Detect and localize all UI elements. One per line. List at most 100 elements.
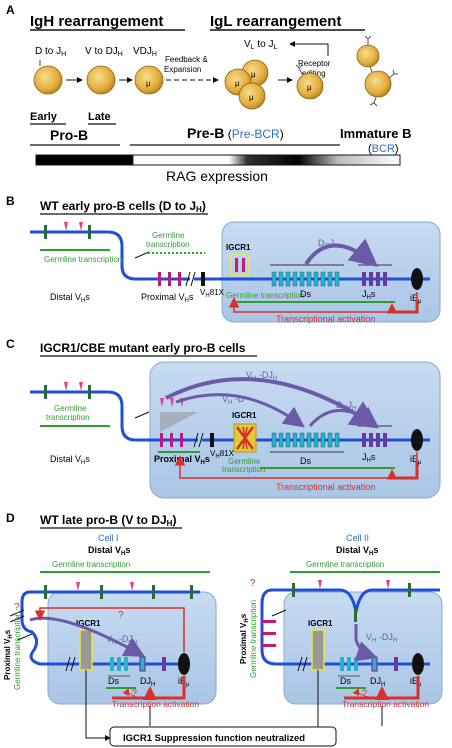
ds-segments-c <box>271 432 340 448</box>
ds-label-d2: Ds <box>340 676 351 686</box>
cell-i-germline: Germline transcription <box>52 560 130 569</box>
igl-rearrangement-title: IgL rearrangement <box>210 13 341 30</box>
svg-text:μ: μ <box>146 79 151 88</box>
iemu-label-b: iEμ <box>410 293 422 305</box>
ds-label-c: Ds <box>300 456 311 466</box>
cell-ii-distal: Distal VHs <box>336 545 378 557</box>
pro-b-label: Pro-B <box>50 127 88 143</box>
panel-d-title: WT late pro-B (V to DJH) <box>40 513 176 528</box>
germline-vert-d2: Germline transcription <box>249 600 258 678</box>
step-vdjh: VDJH <box>133 46 157 58</box>
cell-pre-b: μ <box>134 65 164 95</box>
germline-mid-c-2: transcription <box>222 465 266 474</box>
germline-mid-1: Germline <box>152 231 185 240</box>
question-d1-top: ? <box>118 610 124 621</box>
igh-rearrangement-title: IgH rearrangement <box>30 13 163 30</box>
iemu-label-d2: iEμ <box>410 676 422 688</box>
cell-ii-germline: Germline transcription <box>306 560 384 569</box>
jh-segments-b <box>362 272 387 286</box>
question-d1-bottom: ? <box>132 688 137 698</box>
cell-i-distal: Distal VHs <box>88 545 130 557</box>
panel-b: B WT early pro-B cells (D to JH) Germlin… <box>6 194 441 324</box>
d-jh-label-c: D–JH <box>336 400 356 412</box>
iemu-enhancer-d1 <box>178 653 190 675</box>
jh-segments-c <box>362 433 387 447</box>
svg-text:μ: μ <box>251 70 256 79</box>
panel-a: A IgH rearrangement IgL rearrangement D … <box>6 3 412 184</box>
question-d2-bottom: ? <box>362 688 367 698</box>
cell-pre-b-cluster: μ μ μ <box>224 59 269 110</box>
panel-b-title: WT early pro-B cells (D to JH) <box>40 199 206 214</box>
distal-vhs-label: Distal VHs <box>50 292 90 304</box>
rag-expression-label: RAG expression <box>166 168 268 184</box>
svg-text:μ: μ <box>249 93 254 102</box>
step-vl-to-jl: VL to JL <box>244 39 277 51</box>
vh-djh-label-d1: VH -DJH <box>106 634 137 646</box>
cell-ii-title: Cell II <box>346 533 369 543</box>
transcription-activation-d2: Transcription activation <box>342 699 429 709</box>
panel-c-label: C <box>6 337 15 351</box>
panel-b-label: B <box>6 194 15 208</box>
cell-early-pro-b <box>33 65 63 95</box>
jhs-label-c: JHs <box>362 452 376 464</box>
vh81x-label: VH81X <box>200 288 225 299</box>
djh-label-d2: DJH <box>370 676 385 688</box>
germline-transcription-right: Germline transcription <box>226 291 304 300</box>
transcription-activation-d1: Transcription activation <box>112 699 199 709</box>
receptor-editing-1: Receptor <box>298 59 331 68</box>
djh-label-d1: DJH <box>140 676 155 688</box>
cell-immature-b-1: μ <box>295 64 324 100</box>
early-label: Early <box>30 111 58 123</box>
svg-text:μ: μ <box>307 83 312 92</box>
proximal-vert-d1: Proximal VHs <box>3 629 14 680</box>
vh-djh-label-c: VH -DJH <box>246 370 277 382</box>
panel-d: D WT late pro-B (V to DJH) Cell I Distal… <box>3 511 443 747</box>
pre-b-label: Pre-B (Pre-BCR) <box>187 125 284 141</box>
suppression-label: IGCR1 Suppression function neutralized <box>123 733 305 744</box>
iemu-enhancer-b <box>411 268 423 290</box>
germline-mid-2: transcription <box>146 240 190 249</box>
ds-segments-b <box>271 271 340 287</box>
feedback-label-2: Expansion <box>164 65 201 74</box>
cell-i: Cell I Distal VHs Germline transcription… <box>3 533 217 709</box>
germline-left-c-1: Germline <box>54 404 87 413</box>
cell-i-title: Cell I <box>98 533 119 543</box>
igcr1-label-d1: IGCR1 <box>76 619 101 628</box>
transcriptional-activation-b: Transcriptional activation <box>276 314 375 324</box>
step-v-to-djh: V to DJH <box>85 46 123 58</box>
igcr1-label-b: IGCR1 <box>226 243 251 252</box>
question-d1-vert: ? <box>14 602 20 613</box>
cell-ii: Cell II Distal VHs Germline transcriptio… <box>239 533 443 709</box>
d-jh-label-b: D–JH <box>318 238 338 250</box>
question-d2-vert: ? <box>250 578 256 589</box>
germline-vert-d1: Germline transcription <box>13 612 22 690</box>
suppression-box <box>109 726 337 747</box>
vh-d-label-c: VH -D <box>222 394 245 406</box>
proximal-vert-d2: Proximal VHs <box>239 613 250 664</box>
distal-vhs-label-c: Distal VHs <box>50 454 90 466</box>
igcr1-label-d2: IGCR1 <box>308 619 333 628</box>
iemu-enhancer-c <box>411 429 423 451</box>
panel-c-title: IGCR1/CBE mutant early pro-B cells <box>40 341 246 355</box>
panel-c: C IGCR1/CBE mutant early pro-B cells Ger… <box>6 337 441 499</box>
iemu-label-c: iEμ <box>410 454 422 466</box>
cell-immature-b-2 <box>364 62 398 107</box>
jhs-label-b: JHs <box>362 289 376 301</box>
panel-a-label: A <box>6 3 15 17</box>
bcr-label: (BCR) <box>368 143 399 155</box>
panel-d-label: D <box>6 511 15 525</box>
cell-immature-b-top <box>356 35 380 68</box>
immature-b-label: Immature B <box>340 126 412 141</box>
vh-djh-label-d2: VH -DJH <box>366 632 397 644</box>
germline-mid-c-1: Germline <box>228 457 261 466</box>
germline-left-c-2: transcription <box>46 413 90 422</box>
transcriptional-activation-c: Transcriptional activation <box>276 482 375 492</box>
ds-label-b: Ds <box>300 289 311 299</box>
feedback-label-1: Feedback & <box>165 55 208 64</box>
rag-expression-bar <box>35 154 401 166</box>
germline-transcription-left: Germline transcription <box>44 255 122 264</box>
svg-text:μ: μ <box>235 79 240 88</box>
iemu-label-d1: iEμ <box>178 676 190 688</box>
step-d-to-jh: D to JH <box>35 46 66 58</box>
